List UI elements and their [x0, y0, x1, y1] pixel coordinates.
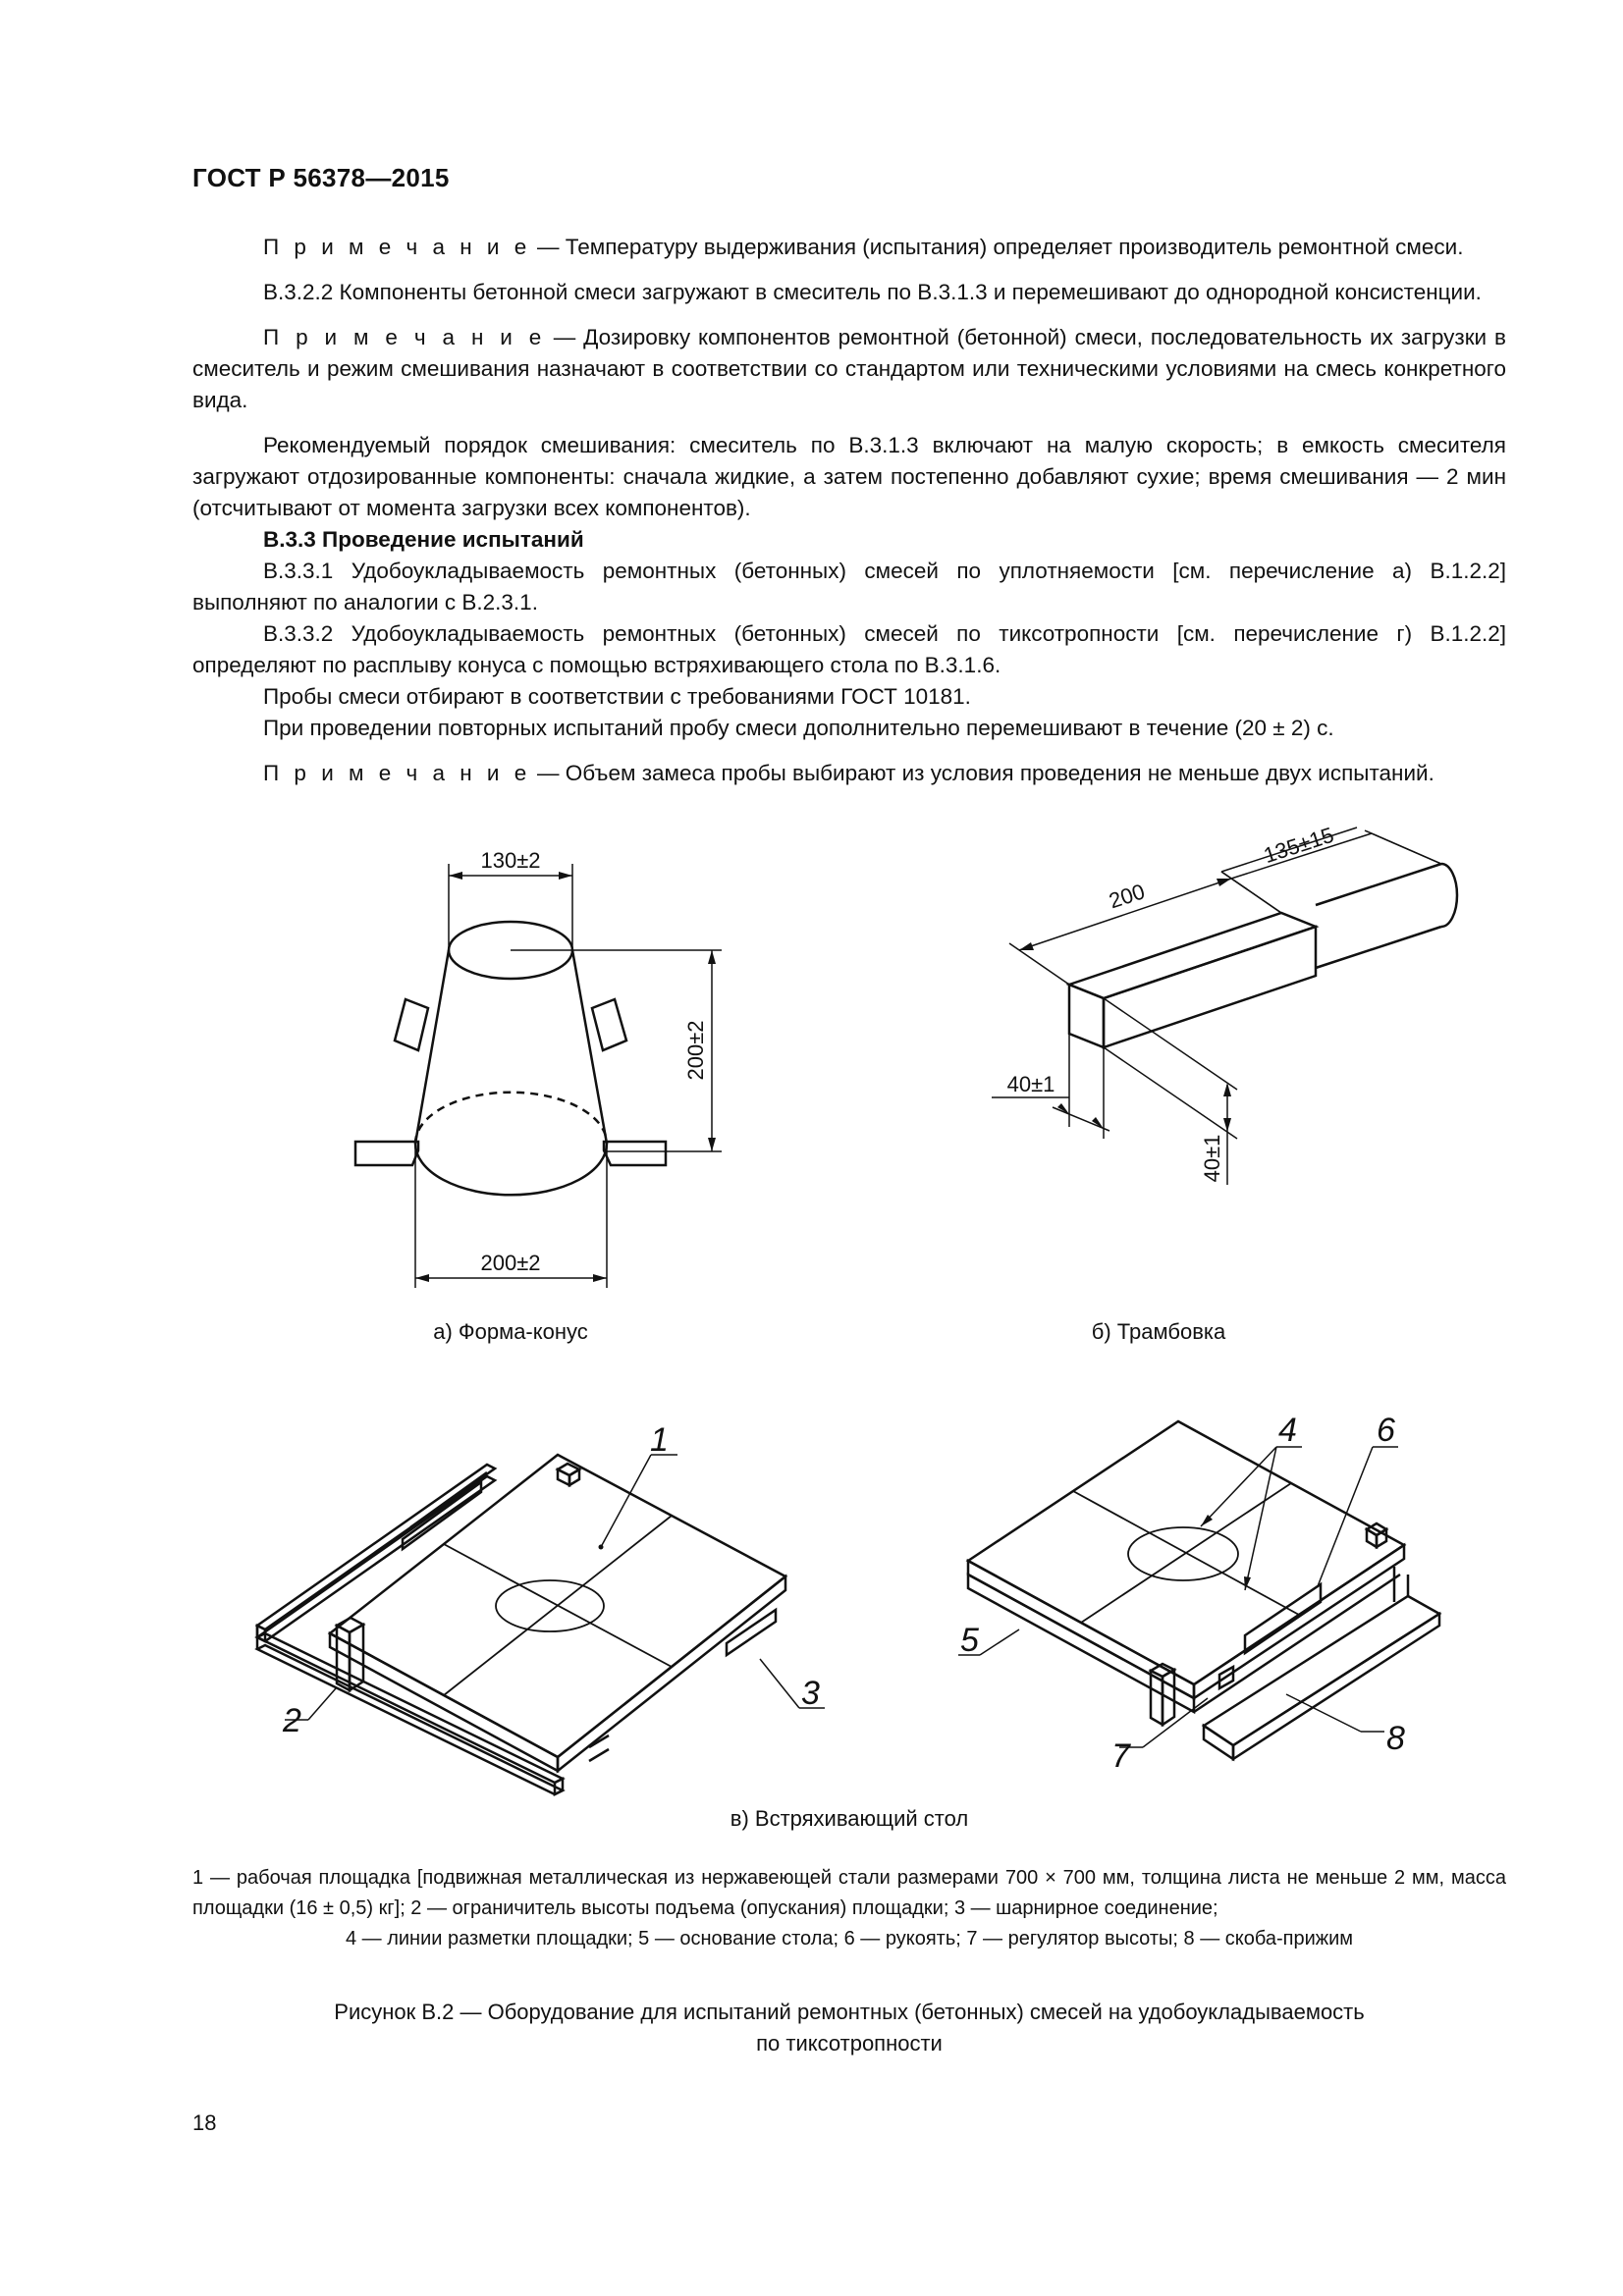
body-text: П р и м е ч а н и е — Температуру выдерж…	[192, 232, 1506, 789]
cone-drawing	[353, 864, 722, 1288]
callout-6: 6	[1377, 1412, 1395, 1449]
note-2: П р и м е ч а н и е — Дозировку компонен…	[192, 325, 1506, 412]
legend-line-2: 4 — линии разметки площадки; 5 — основан…	[345, 1928, 1354, 1949]
callout-7: 7	[1111, 1737, 1131, 1775]
page-number: 18	[192, 2110, 217, 2135]
tamper-drawing	[992, 827, 1459, 1185]
note-label: П р и м е ч а н и е	[263, 761, 531, 785]
callout-1: 1	[650, 1421, 669, 1459]
paragraph-samples: Пробы смеси отбирают в соответствии с тр…	[263, 684, 971, 709]
callout-3: 3	[801, 1675, 820, 1712]
paragraph-b332: В.3.3.2 Удобоукладываемость ремонтных (б…	[192, 621, 1506, 677]
tamper-dim-handle: 135±15	[1261, 823, 1336, 868]
callout-2: 2	[282, 1702, 301, 1739]
callout-5: 5	[960, 1622, 979, 1659]
note-label: П р и м е ч а н и е	[263, 235, 531, 259]
note-1: П р и м е ч а н и е — Температуру выдерж…	[263, 235, 1464, 259]
cone-dim-top: 130±2	[480, 848, 540, 873]
shaking-table-right	[958, 1419, 1442, 1762]
cone-caption: а) Форма-конус	[433, 1319, 588, 1344]
figure-title-line-2: по тиксотропности	[756, 2031, 943, 2056]
figure-title-line-1: Рисунок В.2 — Оборудование для испытаний…	[334, 2000, 1365, 2024]
note-label: П р и м е ч а н и е	[263, 325, 546, 349]
document-header: ГОСТ Р 56378—2015	[192, 163, 450, 192]
figure-title: Рисунок В.2 — Оборудование для испытаний…	[192, 1997, 1506, 2059]
legend-line-1: 1 — рабочая площадка [подвижная металлич…	[192, 1867, 1506, 1919]
paragraph-b331: В.3.3.1 Удобоукладываемость ремонтных (б…	[192, 559, 1506, 614]
tamper-caption: б) Трамбовка	[1091, 1319, 1226, 1344]
table-caption: в) Встряхивающий стол	[730, 1806, 969, 1831]
cone-dim-bottom: 200±2	[480, 1251, 540, 1275]
tamper-dim-height: 40±1	[1200, 1135, 1224, 1183]
paragraph-recommend: Рекомендуемый порядок смешивания: смесит…	[192, 433, 1506, 520]
note-3: П р и м е ч а н и е — Объем замеса пробы…	[263, 761, 1434, 785]
paragraph-b322: В.3.2.2 Компоненты бетонной смеси загруж…	[263, 280, 1482, 304]
figure-legend: 1 — рабочая площадка [подвижная металлич…	[192, 1863, 1506, 1954]
paragraph-repeat: При проведении повторных испытаний пробу…	[263, 716, 1334, 740]
cone-dim-height: 200±2	[683, 1020, 708, 1080]
section-heading-b33: В.3.3 Проведение испытаний	[263, 527, 584, 552]
callout-4: 4	[1278, 1412, 1297, 1449]
shaking-table-left	[254, 1453, 825, 1797]
tamper-dim-width: 40±1	[1007, 1072, 1055, 1096]
callout-8: 8	[1386, 1720, 1405, 1757]
